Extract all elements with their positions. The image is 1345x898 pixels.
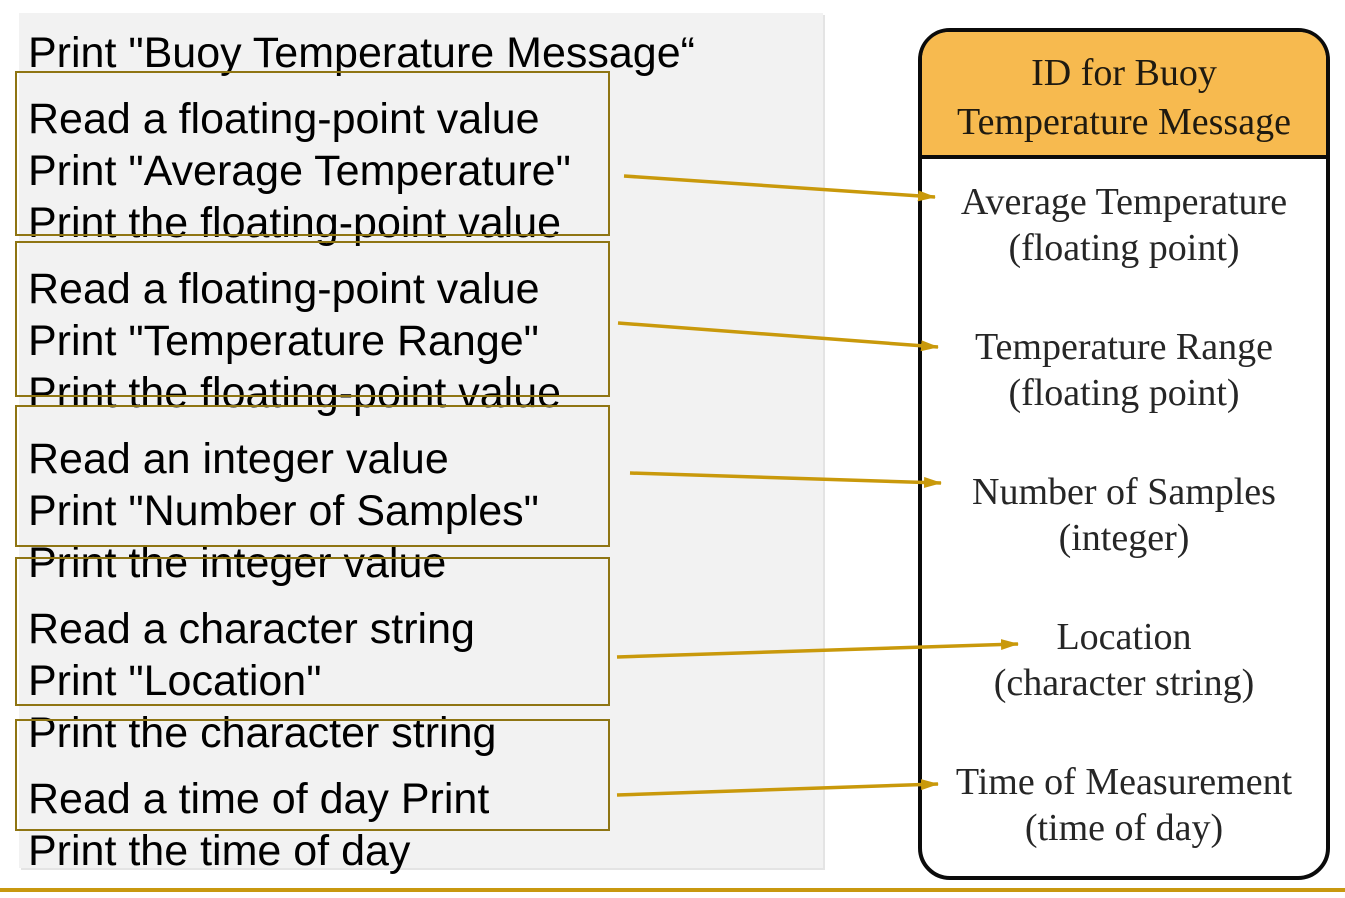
field-type: (character string) — [993, 662, 1255, 704]
field-number-of-samples: Number of Samples (integer) — [922, 469, 1326, 561]
field-temperature-range: Temperature Range (floating point) — [922, 324, 1326, 416]
field-name: Average Temperature — [960, 181, 1288, 223]
code-line: Print "Average Temperature" — [28, 147, 571, 195]
field-location: Location (character string) — [922, 614, 1326, 706]
field-name: Temperature Range — [974, 326, 1274, 368]
field-time-of-measurement: Time of Measurement (time of day) — [922, 759, 1326, 851]
field-type: (time of day) — [1024, 807, 1224, 849]
code-line: Read a floating-point value — [28, 95, 540, 143]
field-average-temperature: Average Temperature (floating point) — [922, 179, 1326, 271]
code-line: Print the character string — [28, 709, 497, 757]
code-group-box-2 — [15, 241, 610, 397]
message-box-header: ID for Buoy Temperature Message — [922, 32, 1326, 159]
code-group-box-4 — [15, 557, 610, 706]
header-line-1: ID for Buoy — [1031, 52, 1217, 94]
message-box-body: Average Temperature (floating point) Tem… — [922, 159, 1326, 851]
header-line-2: Temperature Message — [957, 101, 1291, 143]
field-name: Location — [1056, 616, 1192, 658]
code-line: Print the integer value — [28, 539, 447, 587]
code-line-intro: Print "Buoy Temperature Message“ — [28, 29, 695, 77]
field-name: Number of Samples — [972, 471, 1276, 513]
code-line: Print the time of day — [28, 827, 411, 875]
message-structure-box: ID for Buoy Temperature Message Average … — [918, 28, 1330, 880]
field-name: Time of Measurement — [955, 761, 1293, 803]
field-type: (integer) — [1058, 517, 1190, 559]
field-type: (floating point) — [1008, 227, 1240, 269]
code-line: Read a floating-point value — [28, 265, 540, 313]
code-line: Read an integer value — [28, 435, 449, 483]
code-group-box-5 — [15, 719, 610, 831]
code-line: Read a time of day Print — [28, 775, 490, 823]
pseudocode-panel: Print "Buoy Temperature Message“ Read a … — [19, 13, 823, 875]
code-group-box-3 — [15, 405, 610, 547]
code-group-box-1 — [15, 71, 610, 236]
code-line: Print "Number of Samples" — [28, 487, 539, 535]
code-line: Print "Location" — [28, 657, 322, 705]
code-line: Print "Temperature Range" — [28, 317, 539, 365]
code-line: Print the floating-point value — [28, 369, 562, 417]
code-line: Print the floating-point value — [28, 199, 562, 247]
code-line: Read a character string — [28, 605, 475, 653]
field-type: (floating point) — [1008, 372, 1240, 414]
bottom-accent-rule — [0, 888, 1345, 892]
